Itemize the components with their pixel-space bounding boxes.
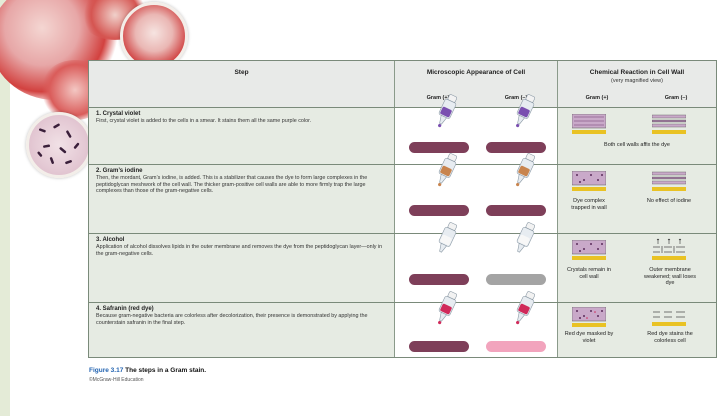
step-row-crystal-violet: 1. Crystal violet First, crystal violet …: [89, 107, 716, 164]
step-cell: 3. Alcohol Application of alcohol dissol…: [89, 234, 395, 302]
dropper-bottle-icon: [513, 153, 535, 189]
chem-caption-shared: Both cell walls affix the dye: [558, 142, 716, 149]
chem-cell: Red dye masked by violet Red dye stains …: [558, 303, 716, 357]
gram-positive-cell: [409, 205, 469, 216]
step-description: Application of alcohol dissolves lipids …: [96, 244, 387, 257]
step-cell: 2. Gram’s iodine Then, the mordant, Gram…: [89, 165, 395, 233]
figure-credit: ©McGraw-Hill Education: [89, 377, 144, 383]
figure-title: The steps in a Gram stain.: [125, 367, 206, 374]
gram-positive-wall-icon: [572, 114, 606, 136]
chem-header-sub: (very magnified view): [558, 78, 716, 84]
gram-negative-wall-icon: [652, 114, 686, 136]
gram-positive-cell: [409, 142, 469, 153]
chem-header: Chemical Reaction in Cell Wall: [558, 69, 716, 76]
chem-caption-pos: Red dye masked by violet: [564, 331, 614, 344]
step-description: Because gram-negative bacteria are color…: [96, 313, 387, 326]
step-title: 3. Alcohol: [96, 237, 387, 244]
micro-header: Microscopic Appearance of Cell: [395, 69, 557, 76]
chem-caption-pos: Crystals remain in cell wall: [566, 267, 612, 280]
step-title: 4. Safranin (red dye): [96, 306, 387, 313]
gram-negative-cell: [486, 205, 546, 216]
chem-gram-neg-label: Gram (–): [646, 95, 706, 101]
step-title: 2. Gram’s iodine: [96, 168, 387, 175]
dropper-bottle-icon: [513, 222, 535, 258]
chem-caption-neg: Red dye stains the colorless cell: [642, 331, 698, 344]
dropper-bottle-icon: [513, 291, 535, 327]
gram-negative-wall-icon: [652, 238, 686, 262]
dropper-bottle-icon: [435, 153, 457, 189]
step-cell: 1. Crystal violet First, crystal violet …: [89, 108, 395, 164]
chem-gram-pos-label: Gram (+): [567, 95, 627, 101]
figure-label: Figure 3.17: [89, 367, 123, 374]
rod-bacteria-graphic: [29, 115, 89, 175]
chem-cell: Both cell walls affix the dye: [558, 108, 716, 164]
gram-positive-wall-icon: [572, 171, 606, 193]
chem-caption-neg: Outer membrane weakened; wall loses dye: [642, 267, 698, 287]
step-description: Then, the mordant, Gram’s iodine, is add…: [96, 175, 387, 195]
dropper-bottle-icon: [435, 94, 457, 130]
step-description: First, crystal violet is added to the ce…: [96, 118, 387, 125]
step-row-safranin: 4. Safranin (red dye) Because gram-negat…: [89, 302, 716, 357]
chem-cell: Dye complex trapped in wall No effect of…: [558, 165, 716, 233]
chem-caption-pos: Dye complex trapped in wall: [566, 198, 612, 211]
gram-positive-wall-icon: [572, 240, 606, 262]
dropper-bottle-icon: [435, 222, 457, 258]
step-row-alcohol: 3. Alcohol Application of alcohol dissol…: [89, 233, 716, 302]
micro-cell: [395, 303, 558, 357]
step-header: Step: [89, 69, 394, 76]
dropper-bottle-icon: [513, 94, 535, 130]
figure-page: Step Microscopic Appearance of Cell Gram…: [10, 0, 723, 416]
gram-negative-cell: [486, 274, 546, 285]
chem-caption-neg: No effect of iodine: [646, 198, 692, 205]
step-cell: 4. Safranin (red dye) Because gram-negat…: [89, 303, 395, 357]
gram-positive-cell: [409, 274, 469, 285]
chem-header-cell: Chemical Reaction in Cell Wall (very mag…: [558, 61, 716, 107]
gram-positive-cell: [409, 341, 469, 352]
step-title: 1. Crystal violet: [96, 111, 387, 118]
gram-stain-table: Step Microscopic Appearance of Cell Gram…: [88, 60, 717, 358]
gram-negative-cell: [486, 142, 546, 153]
step-row-grams-iodine: 2. Gram’s iodine Then, the mordant, Gram…: [89, 164, 716, 233]
micrograph-inset-bottom: [26, 112, 92, 178]
gram-negative-cell: [486, 341, 546, 352]
dropper-bottle-icon: [435, 291, 457, 327]
table-header: Step Microscopic Appearance of Cell Gram…: [89, 61, 716, 107]
figure-caption: Figure 3.17 The steps in a Gram stain.: [89, 367, 206, 374]
chem-cell: Crystals remain in cell wall Outer membr…: [558, 234, 716, 302]
gram-positive-wall-icon: [572, 307, 606, 329]
step-header-cell: Step: [89, 61, 395, 107]
gram-negative-wall-icon: [652, 171, 686, 193]
gram-negative-wall-icon: [652, 307, 686, 329]
